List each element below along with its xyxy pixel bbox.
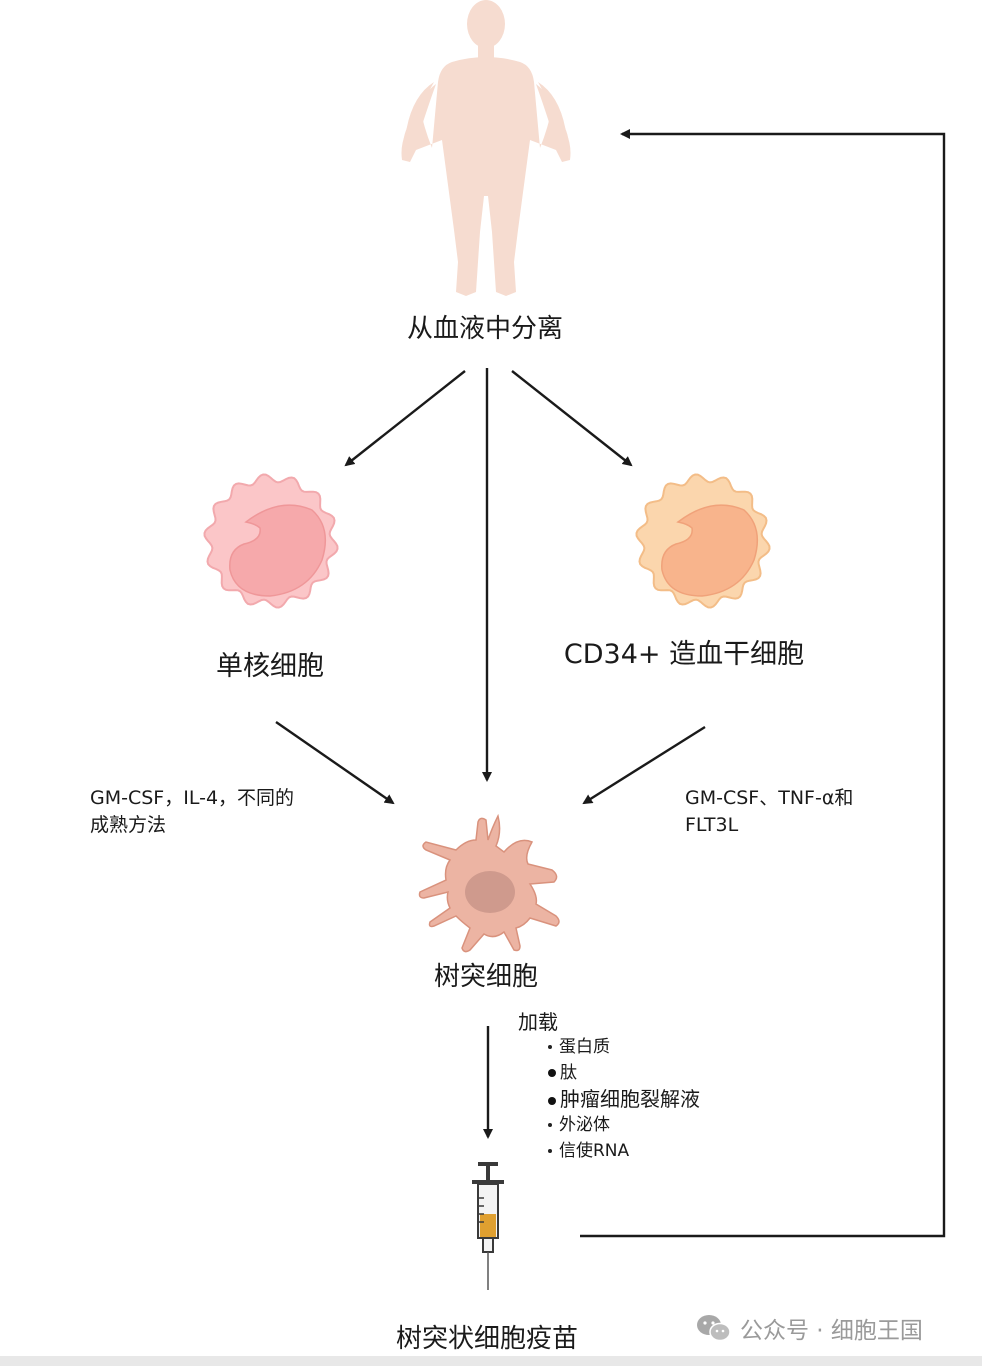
dendritic-cell-icon [418,813,560,953]
note-left-line1: GM-CSF，IL-4，不同的 [90,787,295,809]
watermark: 公众号 · 细胞王国 [696,1312,923,1344]
arrow-feedback-loop [580,129,946,1238]
bullet-icon [548,1149,552,1153]
flow-arrows [275,129,946,1238]
watermark-text: 公众号 · 细胞王国 [740,1318,923,1344]
arrow-to-monocyte [344,370,466,467]
wechat-icon [697,1315,731,1342]
stem-cell-icon [635,473,771,609]
monocyte-cell-icon [203,473,339,609]
arrow-monocyte-to-dendritic [275,721,395,805]
loading-list: 蛋白质 肽 肿瘤细胞裂解液 外泌体 信使RNA [548,1034,700,1164]
note-right: GM-CSF、TNF-α和 FLT3L [685,785,853,839]
arrow-cd34-to-dendritic [582,725,706,805]
monocyte-label: 单核细胞 [216,651,324,682]
bullet-icon [548,1069,556,1077]
bullet-icon [548,1045,552,1049]
loading-item: 蛋白质 [548,1034,700,1060]
loading-title: 加载 [518,1010,558,1034]
note-right-line1: GM-CSF、TNF-α和 [685,787,854,809]
bullet-icon [548,1096,556,1105]
dendritic-label: 树突细胞 [433,962,539,992]
cd34-label: CD34+ 造血干细胞 [563,639,805,670]
bottom-scrollbar[interactable] [0,1356,982,1366]
syringe-icon [472,1162,504,1290]
loading-item: 外泌体 [548,1112,700,1138]
source-label: 从血液中分离 [406,314,564,344]
loading-item: 肿瘤细胞裂解液 [548,1086,700,1112]
human-body-icon [401,0,571,296]
vaccine-label: 树突状细胞疫苗 [395,1324,579,1354]
note-right-line2: FLT3L [685,814,739,836]
loading-item: 信使RNA [548,1138,700,1164]
note-left-line2: 成熟方法 [90,814,167,836]
loading-item: 肽 [548,1060,700,1086]
bullet-icon [548,1123,552,1127]
arrow-to-cd34 [511,370,633,467]
note-left: GM-CSF，IL-4，不同的 成熟方法 [90,785,294,839]
